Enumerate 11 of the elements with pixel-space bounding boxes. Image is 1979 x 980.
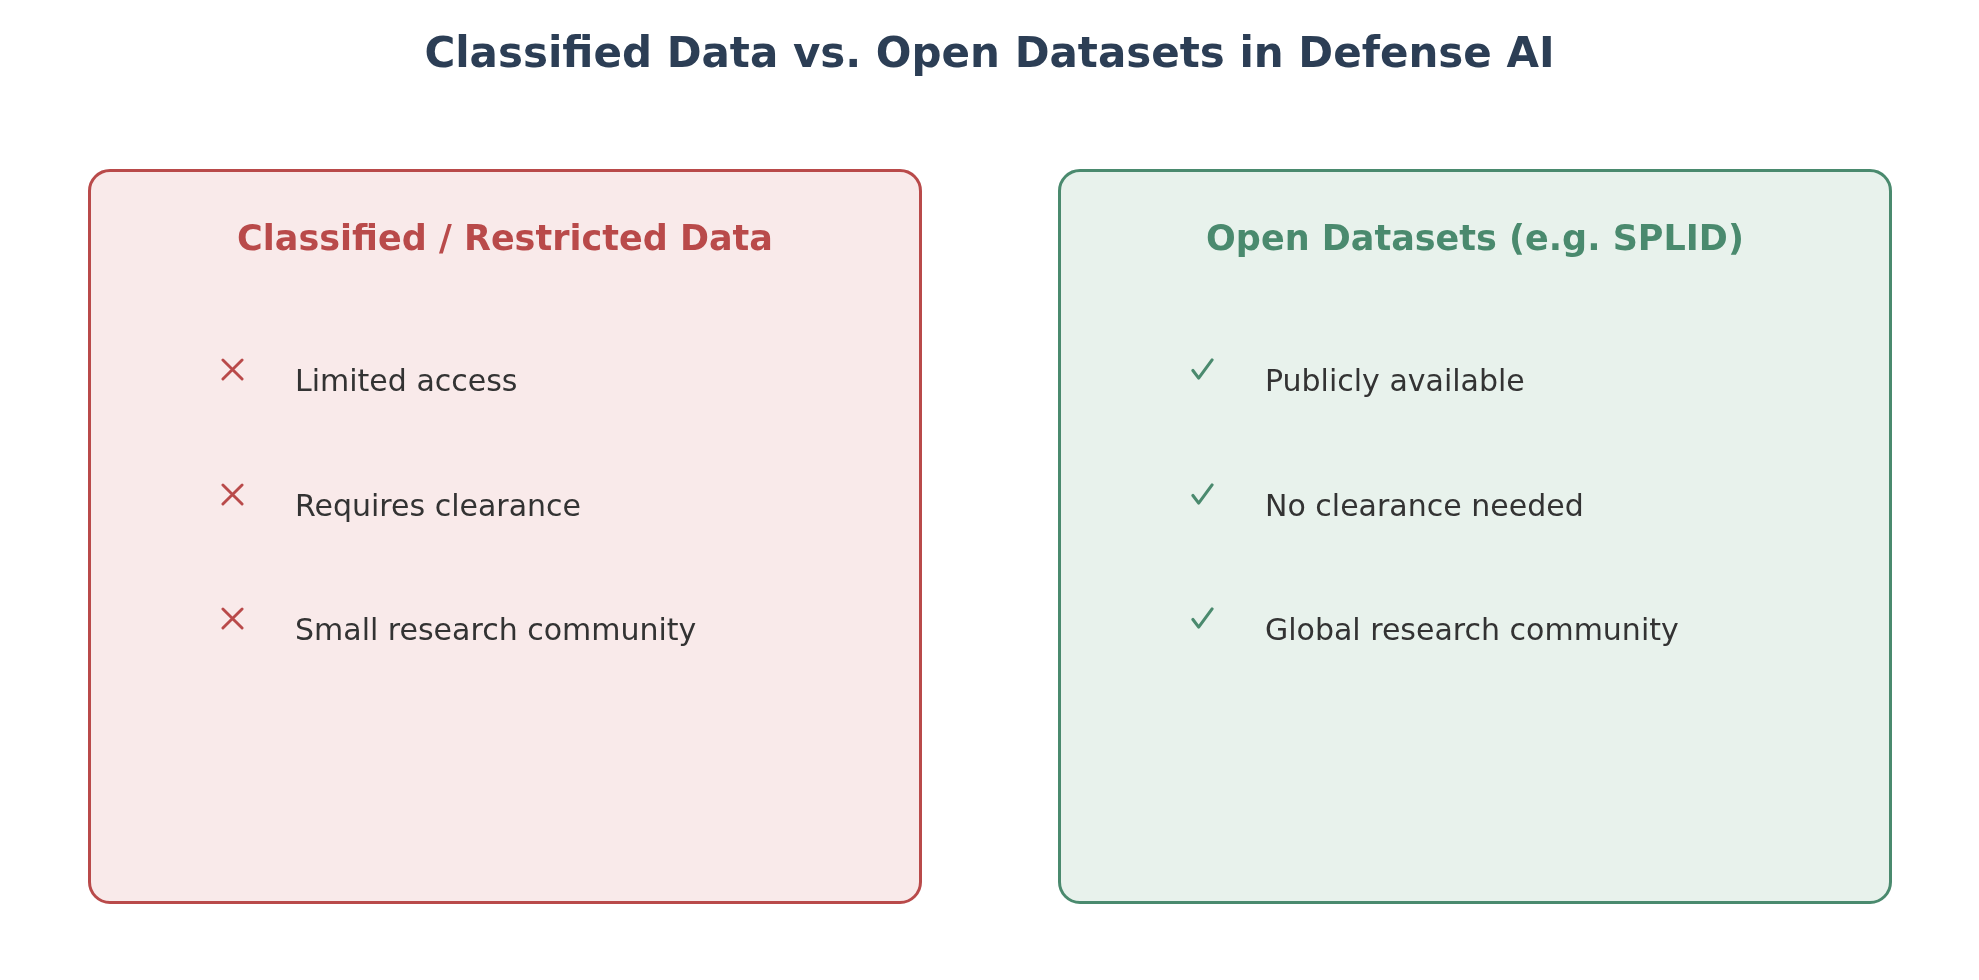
diagram-title: Classified Data vs. Open Datasets in Defense AI bbox=[424, 27, 1555, 79]
list-item: Publicly available bbox=[1265, 363, 1525, 399]
list-item: Small research community bbox=[295, 612, 697, 648]
panel-card bbox=[88, 169, 922, 904]
list-item: No clearance needed bbox=[1265, 487, 1584, 524]
panel-heading: Classified / Restricted Data bbox=[237, 217, 773, 259]
panel-heading: Open Datasets (e.g. SPLID) bbox=[1206, 217, 1744, 259]
list-item: Requires clearance bbox=[295, 487, 581, 524]
list-item: Limited access bbox=[295, 363, 518, 399]
list-item: Global research community bbox=[1265, 612, 1679, 648]
panel-card bbox=[1058, 169, 1892, 904]
